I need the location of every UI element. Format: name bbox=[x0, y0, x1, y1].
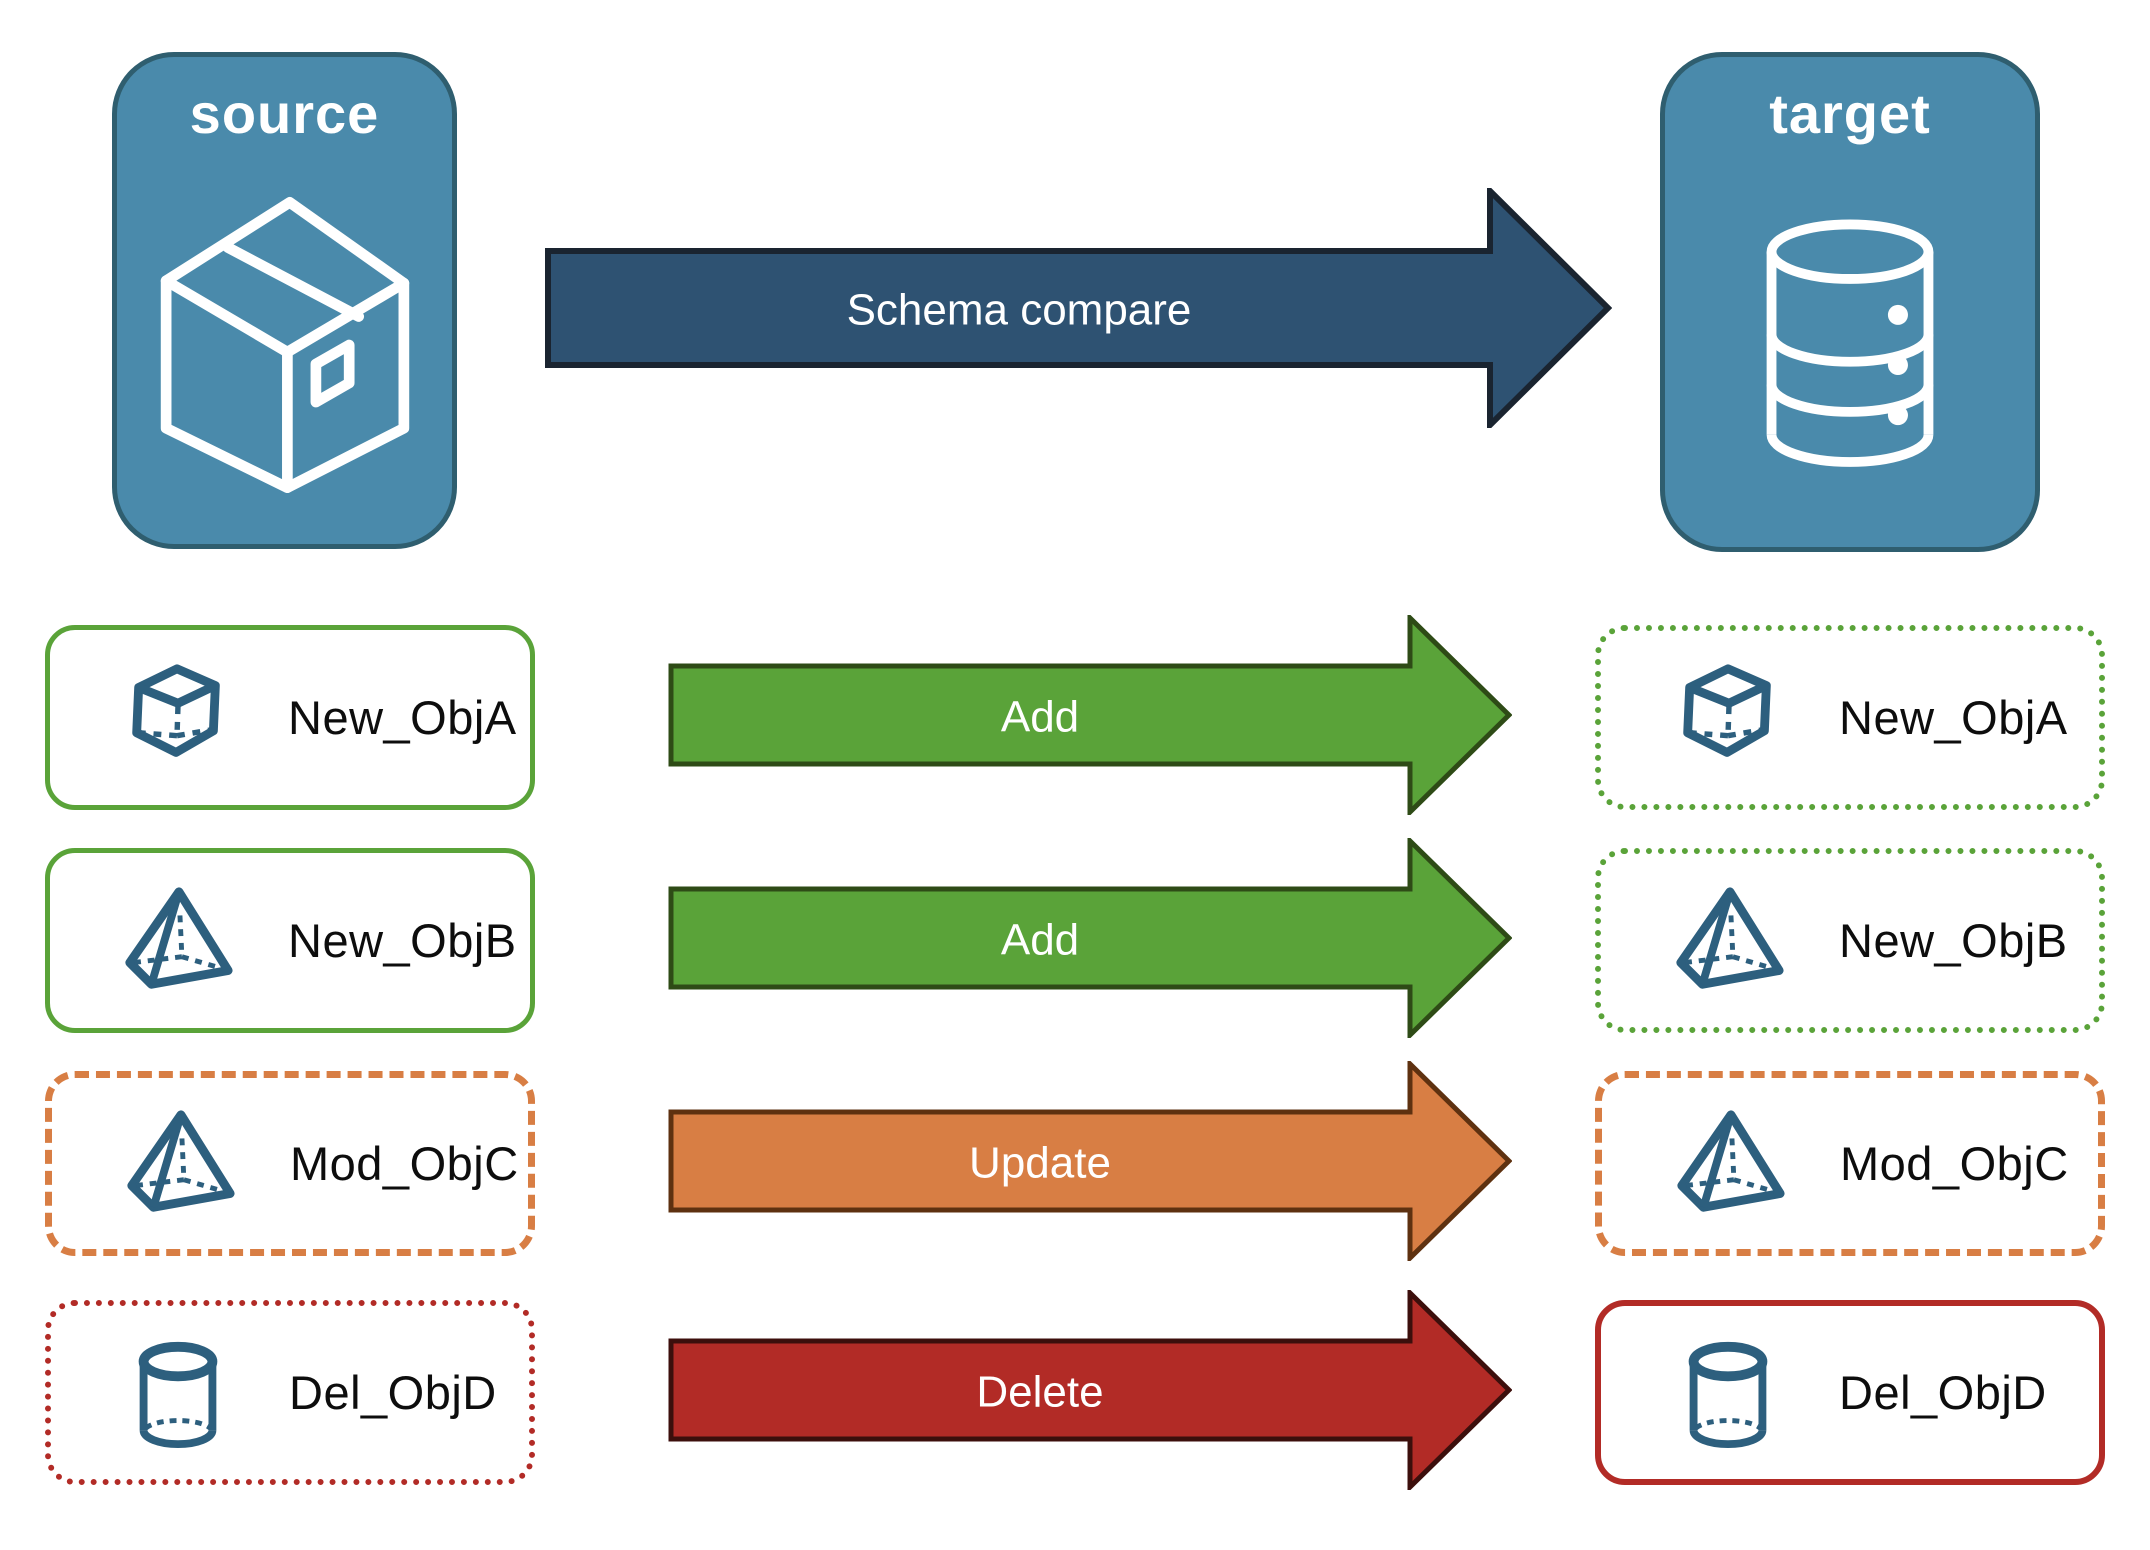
target-object-box-mod-objc: Mod_ObjC bbox=[1595, 1071, 2105, 1256]
object-label: Del_ObjD bbox=[289, 1366, 497, 1419]
package-icon bbox=[159, 146, 411, 544]
pyramid-icon bbox=[1670, 1105, 1788, 1223]
source-object-box-mod-objc: Mod_ObjC bbox=[45, 1071, 535, 1256]
add-arrow-objb: Add bbox=[668, 838, 1512, 1038]
arrow-shape bbox=[668, 1061, 1512, 1261]
database-icon bbox=[1741, 146, 1959, 547]
schema-compare-arrow: Schema compare bbox=[545, 188, 1612, 428]
source-panel: source bbox=[112, 52, 457, 549]
arrow-label: Add bbox=[1001, 916, 1079, 965]
cube-icon bbox=[118, 659, 236, 777]
target-object-box-new-obja: New_ObjA bbox=[1595, 625, 2105, 810]
arrow-label: Update bbox=[969, 1139, 1111, 1188]
schema-compare-arrow-label: Schema compare bbox=[847, 286, 1192, 335]
object-label: New_ObjA bbox=[288, 691, 517, 744]
object-label: New_ObjB bbox=[288, 914, 517, 967]
add-arrow-obja: Add bbox=[668, 615, 1512, 815]
cylinder-icon bbox=[1669, 1334, 1787, 1452]
arrow-shape bbox=[668, 615, 1512, 815]
cube-icon bbox=[1669, 659, 1787, 777]
pyramid-icon bbox=[1669, 882, 1787, 1000]
arrow-shape bbox=[668, 1290, 1512, 1490]
source-object-box-del-objd: Del_ObjD bbox=[45, 1300, 535, 1485]
object-label: Mod_ObjC bbox=[1840, 1137, 2069, 1190]
object-label: New_ObjA bbox=[1839, 691, 2068, 744]
target-object-box-del-objd: Del_ObjD bbox=[1595, 1300, 2105, 1485]
arrow-label: Add bbox=[1001, 693, 1079, 742]
cylinder-icon bbox=[119, 1334, 237, 1452]
pyramid-icon bbox=[120, 1105, 238, 1223]
target-panel-label: target bbox=[1769, 82, 1931, 145]
target-panel: target bbox=[1660, 52, 2040, 552]
object-label: New_ObjB bbox=[1839, 914, 2068, 967]
schema-compare-arrow-shape bbox=[545, 188, 1612, 428]
arrow-label: Delete bbox=[976, 1368, 1103, 1417]
source-object-box-new-objb: New_ObjB bbox=[45, 848, 535, 1033]
source-panel-label: source bbox=[189, 82, 380, 145]
pyramid-icon bbox=[118, 882, 236, 1000]
object-label: Mod_ObjC bbox=[290, 1137, 519, 1190]
object-label: Del_ObjD bbox=[1839, 1366, 2047, 1419]
delete-arrow-objd: Delete bbox=[668, 1290, 1512, 1490]
target-object-box-new-objb: New_ObjB bbox=[1595, 848, 2105, 1033]
source-object-box-new-obja: New_ObjA bbox=[45, 625, 535, 810]
update-arrow-objc: Update bbox=[668, 1061, 1512, 1261]
arrow-shape bbox=[668, 838, 1512, 1038]
